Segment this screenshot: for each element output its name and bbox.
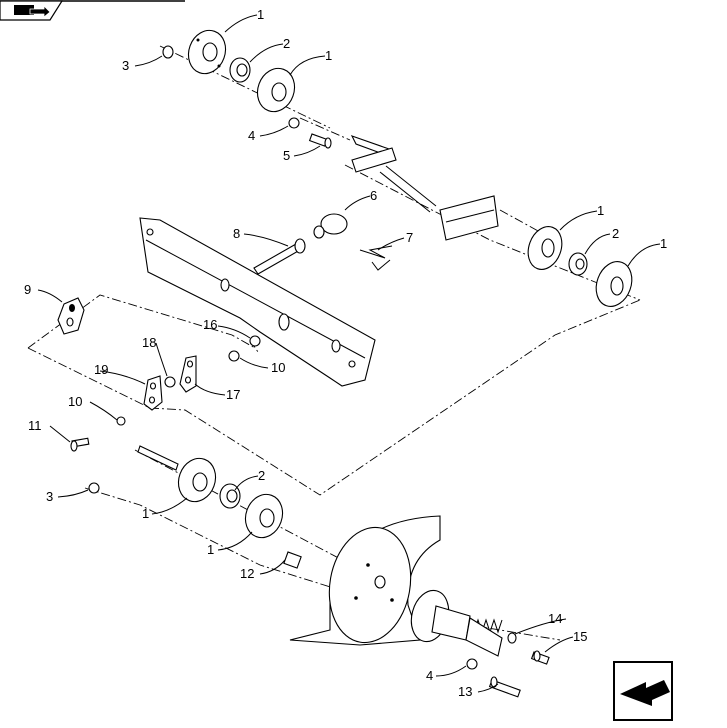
callout-6: 6 (370, 188, 377, 203)
lower-nut-3 (88, 482, 100, 494)
callout-19: 19 (94, 362, 108, 377)
washer-10-right (228, 350, 240, 362)
callout-11: 11 (28, 418, 42, 433)
callout-1: 1 (142, 506, 149, 521)
lever-17 (179, 355, 197, 393)
washer-14 (507, 632, 517, 644)
callout-8: 8 (233, 226, 240, 241)
bolt-11 (70, 437, 90, 452)
washer-4-top (288, 117, 300, 129)
main-plate (139, 217, 376, 387)
top-flange-1 (187, 29, 227, 75)
callout-13: 13 (458, 684, 472, 699)
top-bearing (229, 57, 251, 83)
right-flange-2 (595, 261, 633, 307)
callout-14: 14 (548, 611, 562, 626)
bolt-15 (530, 650, 550, 665)
right-flange-1 (527, 226, 563, 270)
shaft-8 (253, 238, 306, 275)
washer-10-left (116, 416, 126, 426)
callout-1: 1 (660, 236, 667, 251)
callout-17: 17 (226, 387, 240, 402)
callout-10: 10 (271, 360, 285, 375)
book-icon[interactable] (0, 0, 185, 21)
callout-1: 1 (207, 542, 214, 557)
callout-16: 16 (203, 317, 217, 332)
top-flange-2 (256, 67, 296, 113)
callout-2: 2 (258, 468, 265, 483)
crank-shaft (350, 135, 499, 241)
lever-19 (143, 375, 163, 411)
callout-10: 10 (68, 394, 82, 409)
pin-7 (359, 245, 393, 271)
coupling-6 (313, 213, 348, 239)
callout-3: 3 (46, 489, 53, 504)
nut-16 (249, 335, 261, 347)
pin-18 (164, 376, 176, 388)
spacer-12 (283, 551, 302, 569)
top-nut (162, 45, 174, 59)
lower-shaft (137, 445, 179, 471)
callout-7: 7 (406, 230, 413, 245)
callout-4: 4 (426, 668, 433, 683)
callout-5: 5 (283, 148, 290, 163)
bolt-5 (308, 133, 332, 149)
callout-15: 15 (573, 629, 587, 644)
callout-4: 4 (248, 128, 255, 143)
callout-1: 1 (257, 7, 264, 22)
callout-1: 1 (597, 203, 604, 218)
lower-flange-2 (244, 493, 284, 539)
callout-18: 18 (142, 335, 156, 350)
callout-1: 1 (325, 48, 332, 63)
next-page-arrow-icon[interactable] (613, 661, 673, 721)
callout-2: 2 (612, 226, 619, 241)
right-bearing (568, 252, 588, 276)
hub-assembly (410, 589, 503, 657)
callout-labels: 1 2 1 3 4 5 6 7 8 1 2 1 9 16 18 19 10 17… (24, 7, 667, 699)
lower-flange-1 (177, 457, 217, 503)
drum-disc (289, 515, 441, 646)
leader-lines (37, 14, 661, 693)
callout-9: 9 (24, 282, 31, 297)
bracket-9 (57, 297, 85, 335)
callout-3: 3 (122, 58, 129, 73)
callout-12: 12 (240, 566, 254, 581)
washer-4-bottom (466, 658, 478, 670)
callout-2: 2 (283, 36, 290, 51)
